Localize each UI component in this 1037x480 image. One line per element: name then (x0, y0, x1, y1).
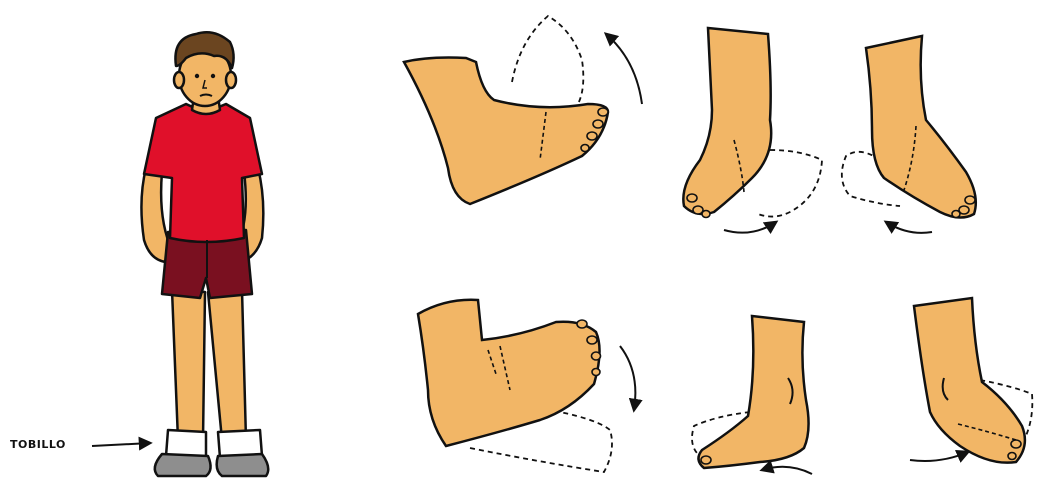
left-shoe (155, 454, 211, 476)
right-leg (208, 290, 246, 440)
foot-shape (418, 300, 600, 446)
foot-shape (866, 36, 976, 218)
ear (226, 72, 236, 88)
toe (592, 352, 601, 360)
foot-shape (683, 28, 771, 214)
movement-arrow (886, 222, 932, 233)
toe (952, 211, 960, 218)
toe (702, 211, 710, 218)
toe (587, 132, 597, 140)
toe (592, 369, 600, 376)
foot-alt-position-outline (758, 150, 822, 217)
toe (687, 194, 697, 202)
movement-arrow (724, 222, 776, 233)
eye (211, 74, 215, 78)
foot-plantarflexion (418, 300, 635, 472)
movement-arrow (606, 34, 642, 104)
eye (195, 74, 199, 78)
standing-figure (141, 32, 268, 476)
toe (587, 336, 597, 344)
foot-alt-position-outline (512, 16, 583, 104)
toe (965, 196, 975, 204)
foot-shape (404, 58, 608, 205)
toe (1011, 440, 1021, 448)
ear (174, 72, 184, 88)
movement-arrow (762, 467, 812, 474)
movement-arrow (620, 346, 635, 410)
toe (701, 456, 711, 464)
toe (598, 108, 608, 116)
ankle-label: TOBILLO (10, 438, 66, 451)
toe (593, 120, 603, 128)
foot-abduction (692, 316, 812, 474)
ankle-pointer-arrow (92, 443, 150, 446)
toe (1008, 453, 1016, 460)
foot-eversion (683, 28, 822, 233)
foot-dorsiflexion (404, 16, 642, 204)
toe (581, 145, 589, 152)
left-leg (172, 290, 205, 440)
foot-inversion (842, 36, 976, 233)
foot-adduction (910, 298, 1032, 463)
right-shoe (217, 454, 269, 476)
movement-arrow (910, 452, 968, 461)
toe (577, 320, 587, 328)
